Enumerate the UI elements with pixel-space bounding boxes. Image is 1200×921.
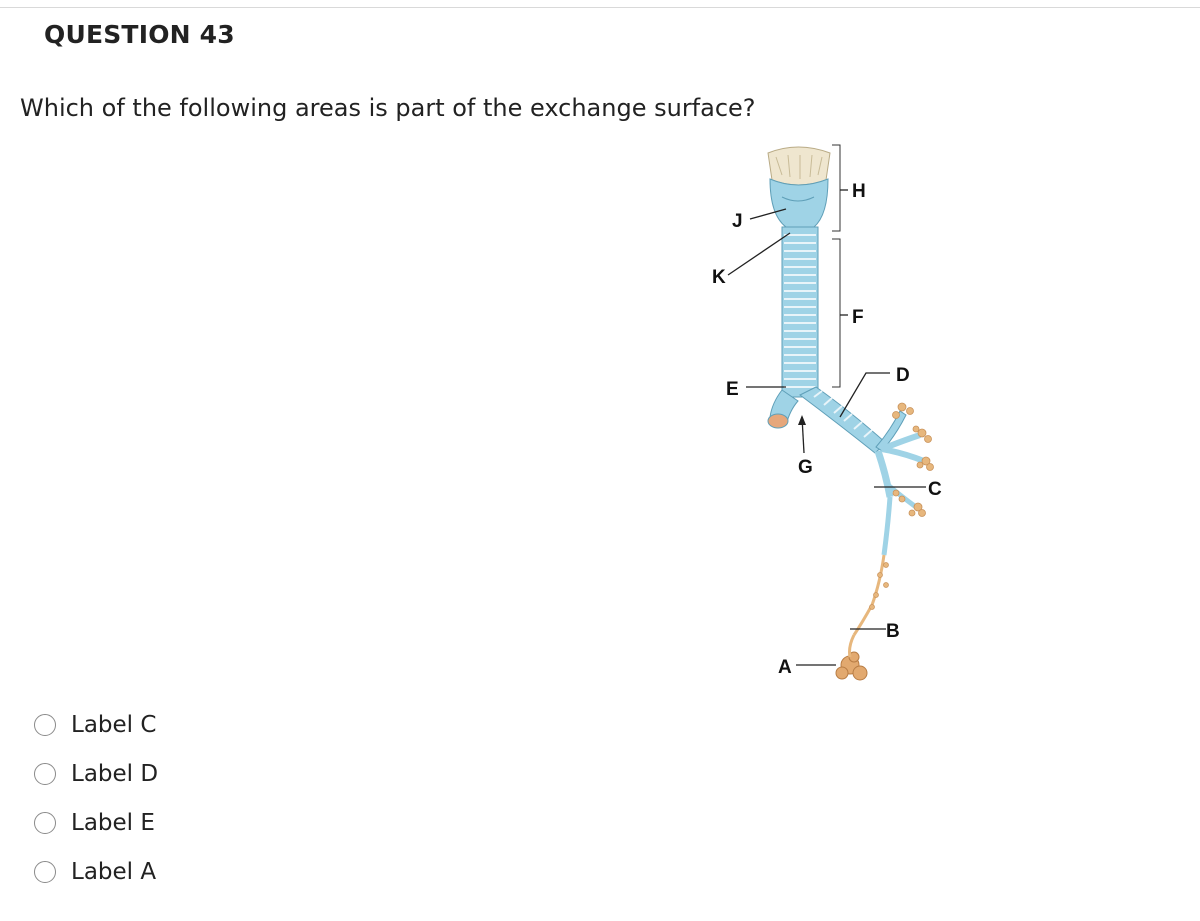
option-label-c[interactable]: Label C [34, 700, 158, 749]
arrowhead-g [798, 415, 806, 425]
left-bronchus-stump [767, 389, 799, 429]
top-divider [0, 7, 1200, 8]
radio-button[interactable] [34, 762, 56, 785]
question-title: QUESTION 43 [44, 20, 235, 49]
larynx [767, 146, 831, 228]
radio-button[interactable] [34, 811, 56, 834]
option-text: Label D [71, 760, 159, 787]
label-f: F [852, 307, 864, 328]
trachea [781, 226, 819, 398]
radio-button[interactable] [34, 713, 56, 736]
respiratory-tree-diagram: H J K F E D G C B A [712, 144, 942, 681]
label-c: C [928, 479, 942, 500]
label-h: H [852, 181, 866, 202]
label-b: B [886, 621, 900, 642]
label-g: G [798, 457, 813, 478]
label-e: E [726, 379, 739, 400]
option-label-a[interactable]: Label A [34, 847, 158, 896]
leader-lines [727, 189, 926, 666]
option-text: Label C [71, 711, 157, 738]
option-text: Label A [71, 858, 157, 885]
bronchial-tree [799, 386, 934, 681]
answer-options: Label C Label D Label E Label A [34, 700, 158, 896]
question-text: Which of the following areas is part of … [20, 94, 756, 122]
option-label-e[interactable]: Label E [34, 798, 158, 847]
label-k: K [712, 267, 726, 288]
radio-button[interactable] [34, 860, 56, 883]
label-j: J [732, 211, 743, 232]
option-label-d[interactable]: Label D [34, 749, 158, 798]
label-d: D [896, 365, 910, 386]
option-text: Label E [71, 809, 155, 836]
brackets [832, 144, 841, 388]
label-a: A [778, 657, 792, 678]
